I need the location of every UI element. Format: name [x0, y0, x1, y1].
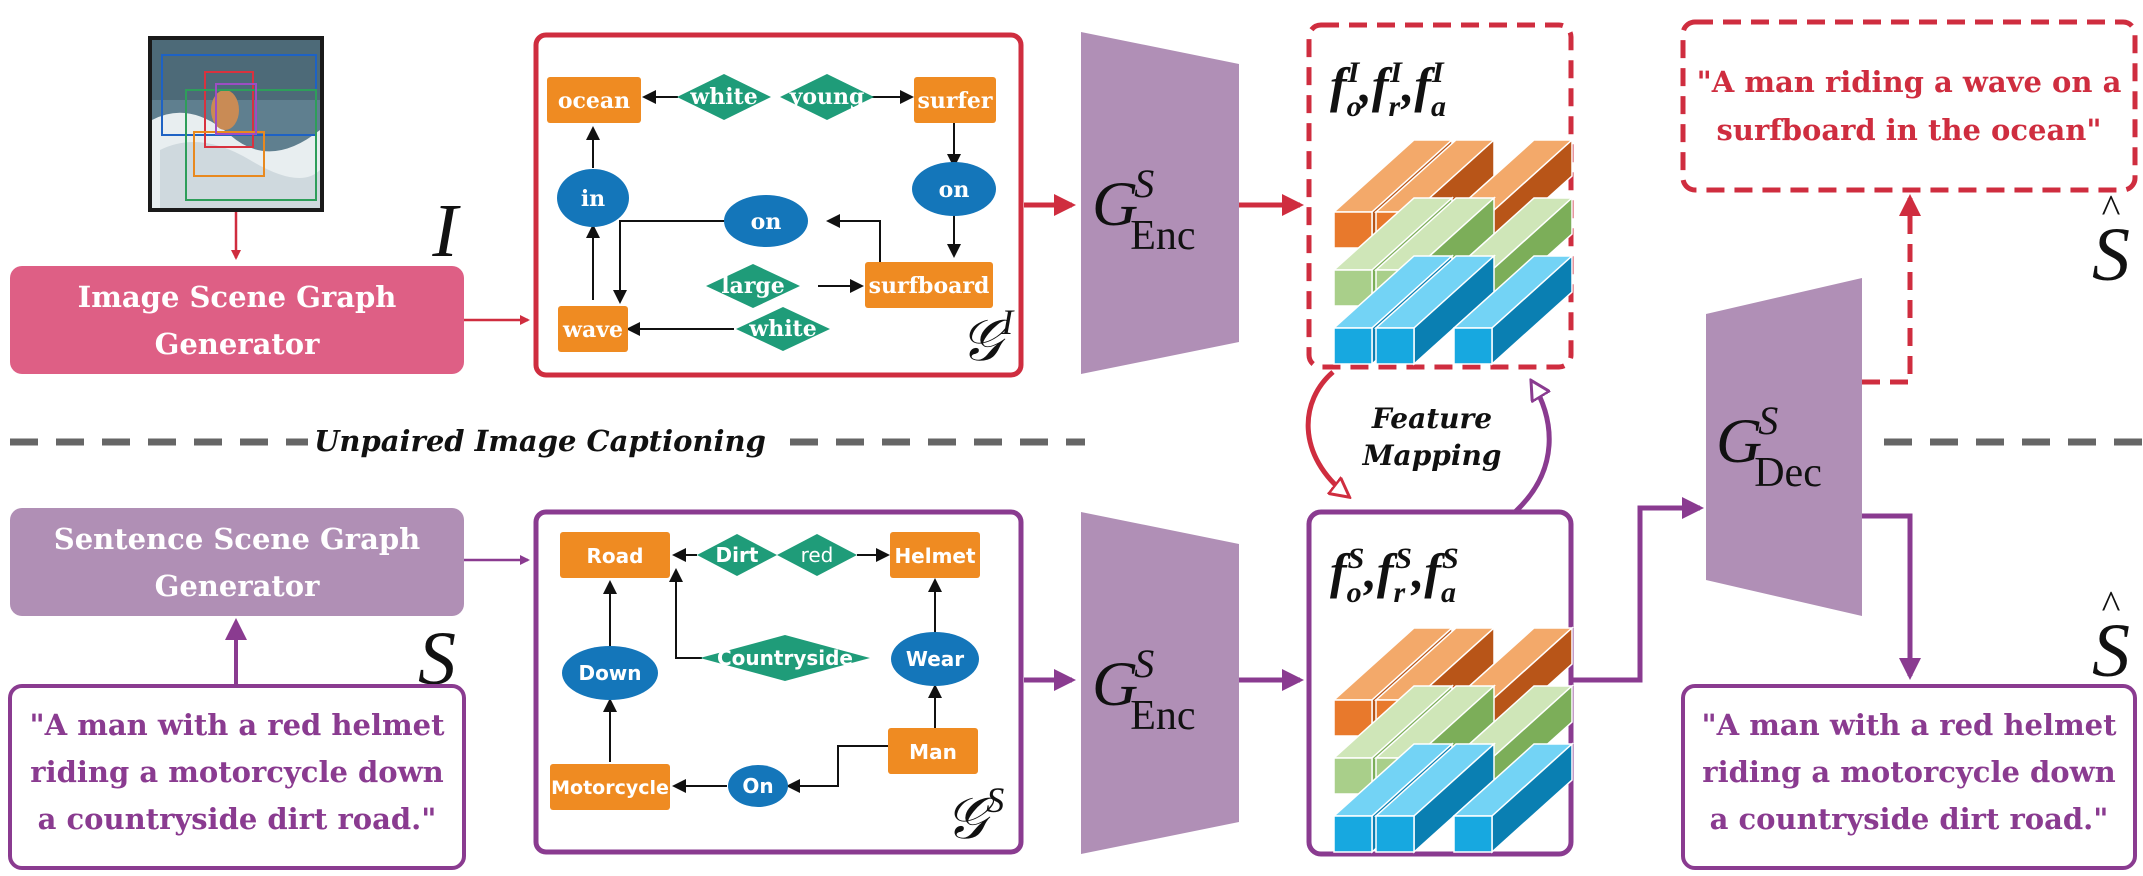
features-to-decoder-arrow	[1571, 497, 1704, 683]
image-encoder-trapezoid	[1081, 32, 1239, 374]
image-caption-line1: "A man riding a wave on a	[1697, 65, 2122, 99]
sentence-graph-node-red: red	[777, 534, 857, 576]
svg-text:young: young	[789, 84, 865, 110]
image-graph-node-wave: wave	[558, 306, 628, 352]
image-graph-node-in: in	[557, 169, 629, 227]
input-sentence-line1: "A man with a red helmet	[30, 708, 446, 742]
output-sentence-box	[1681, 684, 2137, 870]
svg-text:in: in	[581, 186, 605, 212]
image-feature-cubes	[1332, 138, 1574, 366]
svg-text:ocean: ocean	[558, 88, 630, 114]
svg-text:wave: wave	[562, 317, 623, 343]
image-graph-node-on-right: on	[912, 162, 996, 216]
image-caption-box	[1680, 19, 2138, 193]
svg-text:surfer: surfer	[917, 88, 992, 114]
output-sentence-line3: a countryside dirt road."	[1710, 802, 2109, 836]
image-graph-node-large: large	[706, 264, 800, 308]
image-generator-label-line1: Image Scene Graph	[78, 280, 397, 314]
svg-text:white: white	[689, 84, 757, 110]
image-graph-node-ocean: ocean	[547, 77, 641, 123]
svg-text:Dirt: Dirt	[716, 543, 759, 567]
svg-text:white: white	[748, 316, 816, 342]
sentence-output-symbol: S	[2092, 609, 2130, 693]
input-sentence-line2: riding a motorcycle down	[30, 755, 443, 789]
sentence-graph-node-wear: Wear	[891, 632, 979, 686]
sentence-graph-node-countryside: Countryside	[700, 635, 870, 681]
image-graph-node-young: young	[780, 74, 874, 120]
sentence-features-label: foS,frS,faS	[1330, 542, 1459, 609]
svg-text:On: On	[742, 774, 773, 798]
image-graph-node-surfer: surfer	[914, 77, 996, 123]
sentence-graph-node-helmet: Helmet	[890, 532, 980, 578]
sentence-graph-node-down: Down	[562, 646, 658, 700]
svg-text:on: on	[939, 177, 970, 203]
feature-bar	[1374, 254, 1496, 366]
feature-bar	[1452, 742, 1574, 854]
svg-text:large: large	[721, 273, 785, 299]
sentence-graph-edges	[603, 548, 942, 793]
sentence-generator-label-line1: Sentence Scene Graph	[54, 522, 421, 556]
svg-text:Countryside: Countryside	[717, 646, 853, 670]
sentence-output-hat: ^	[2102, 582, 2121, 627]
svg-text:Down: Down	[578, 661, 641, 685]
surfer-photo-icon	[148, 36, 324, 212]
decoder-to-output-sentence-arrow	[1862, 513, 1921, 680]
sentence-graph-node-man: Man	[888, 728, 978, 774]
sentence-graph-node-road: Road	[560, 532, 670, 578]
sentence-feature-cubes	[1332, 626, 1574, 854]
image-caption-line2: surfboard in the ocean"	[1717, 113, 2102, 147]
svg-text:red: red	[801, 543, 834, 567]
svg-text:Man: Man	[909, 740, 957, 764]
svg-text:Helmet: Helmet	[894, 544, 976, 568]
output-sentence-line2: riding a motorcycle down	[1702, 755, 2115, 789]
sentence-graph-node-dirt: Dirt	[697, 534, 777, 576]
feature-bar	[1452, 254, 1574, 366]
output-sentence-line1: "A man with a red helmet	[1702, 708, 2118, 742]
input-sentence-line3: a countryside dirt road."	[38, 802, 437, 836]
svg-text:on: on	[751, 209, 782, 235]
decoder-to-image-caption-arrow	[1862, 194, 1921, 385]
sentence-encoder-trapezoid	[1081, 512, 1239, 854]
mapping-arrow-down	[1305, 370, 1348, 496]
image-graph-node-white: white	[677, 74, 771, 120]
feature-mapping-label-line2: Mapping	[1362, 439, 1502, 472]
image-symbol-I: I	[431, 189, 461, 273]
image-generator-label-line2: Generator	[155, 327, 321, 361]
image-graph-node-surfboard: surfboard	[865, 262, 993, 308]
svg-text:Motorcycle: Motorcycle	[551, 777, 669, 799]
svg-text:Road: Road	[587, 544, 644, 568]
image-features-label: foI,frI,faI	[1330, 56, 1446, 123]
image-graph-node-white-bottom: white	[736, 307, 830, 351]
sentence-graph-node-on: On	[728, 765, 788, 807]
mapping-arrow-up	[1513, 382, 1552, 514]
image-graph-edges	[586, 90, 961, 336]
feature-mapping-label-line1: Feature	[1371, 402, 1492, 435]
image-scene-graph-generator-box	[10, 266, 464, 374]
input-sentence-box	[8, 684, 466, 870]
decoder-trapezoid	[1706, 278, 1862, 616]
svg-text:surfboard: surfboard	[869, 273, 990, 299]
image-output-symbol: S	[2092, 213, 2130, 297]
sentence-graph-symbol: 𝒢S	[945, 780, 1004, 851]
feature-bar	[1374, 742, 1496, 854]
sentence-generator-label-line2: Generator	[155, 569, 321, 603]
image-graph-symbol: 𝒢I	[960, 302, 1015, 373]
svg-text:Wear: Wear	[906, 647, 964, 671]
image-output-hat: ^	[2102, 186, 2121, 231]
divider-label: Unpaired Image Captioning	[314, 424, 766, 458]
image-graph-node-on-middle: on	[724, 195, 808, 247]
sentence-graph-node-motorcycle: Motorcycle	[550, 764, 670, 810]
sentence-scene-graph-generator-box	[10, 508, 464, 616]
